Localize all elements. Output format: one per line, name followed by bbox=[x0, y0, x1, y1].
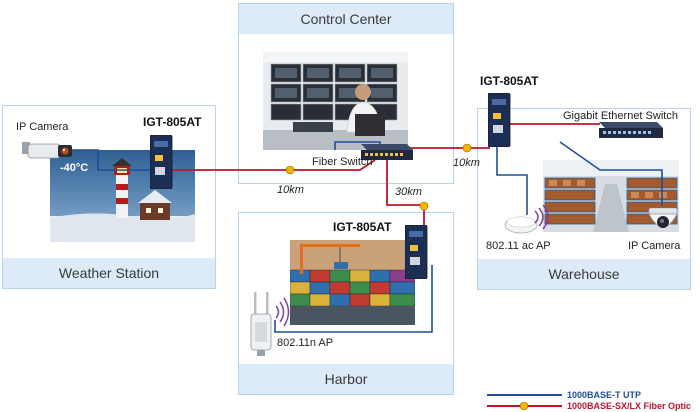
control-center-band: Control Center bbox=[239, 4, 453, 34]
fiber-harbor-link bbox=[386, 160, 425, 225]
harbor-distance-label: 30km bbox=[395, 186, 422, 198]
n-ap-label: 802.11n AP bbox=[277, 337, 334, 349]
ip-camera-warehouse-label: IP Camera bbox=[628, 240, 681, 252]
igt-harbor-label: IGT-805AT bbox=[333, 220, 392, 234]
weather-station-title: Weather Station bbox=[58, 265, 160, 281]
utp-camera-weather-link bbox=[68, 149, 150, 171]
fiber-weather-link bbox=[170, 159, 376, 171]
fiber-switch-icon bbox=[361, 144, 413, 160]
igt-warehouse-label: IGT-805AT bbox=[480, 74, 539, 88]
gigabit-switch-label: Gigabit Ethernet Switch bbox=[563, 110, 678, 122]
gigabit-switch-icon bbox=[599, 122, 663, 138]
ip-camera-weather-label: IP Camera bbox=[16, 121, 69, 133]
warehouse-band: Warehouse bbox=[478, 259, 690, 289]
weather-station-band: Weather Station bbox=[3, 258, 215, 288]
temperature-label: -40°C bbox=[60, 162, 89, 174]
legend-utp-label: 1000BASE-T UTP bbox=[567, 390, 642, 400]
ip-camera-warehouse-icon bbox=[648, 208, 678, 228]
harbor-title: Harbor bbox=[324, 371, 368, 387]
legend-fiber-connector bbox=[519, 401, 529, 411]
control-center-title: Control Center bbox=[300, 11, 392, 27]
igt-converter-weather-icon bbox=[150, 135, 173, 189]
utp-ap-ac-link bbox=[496, 146, 528, 215]
igt-converter-harbor-icon bbox=[405, 225, 428, 279]
harbor-containers-photo bbox=[290, 240, 415, 325]
legend-fiber-label: 1000BASE-SX/LX Fiber Optic bbox=[567, 401, 692, 411]
utp-camera-warehouse-link bbox=[559, 141, 663, 206]
connector-weather bbox=[285, 165, 295, 175]
n-access-point-icon bbox=[250, 292, 290, 356]
warehouse-distance-label: 10km bbox=[453, 157, 480, 169]
connector-harbor bbox=[419, 201, 429, 211]
connector-warehouse bbox=[462, 143, 472, 153]
igt-converter-warehouse-icon bbox=[488, 93, 511, 147]
ip-camera-weather-icon bbox=[22, 142, 72, 159]
warehouse-title: Warehouse bbox=[548, 266, 620, 282]
utp-harbor-ap-link bbox=[274, 265, 433, 333]
ac-access-point-icon bbox=[504, 205, 549, 234]
weather-distance-label: 10km bbox=[277, 184, 304, 196]
igt-weather-label: IGT-805AT bbox=[143, 115, 202, 129]
ac-ap-label: 802.11 ac AP bbox=[486, 240, 551, 252]
harbor-band: Harbor bbox=[239, 364, 453, 394]
control-room-photo bbox=[263, 52, 408, 150]
fiber-switch-label: Fiber Switch bbox=[312, 156, 373, 168]
